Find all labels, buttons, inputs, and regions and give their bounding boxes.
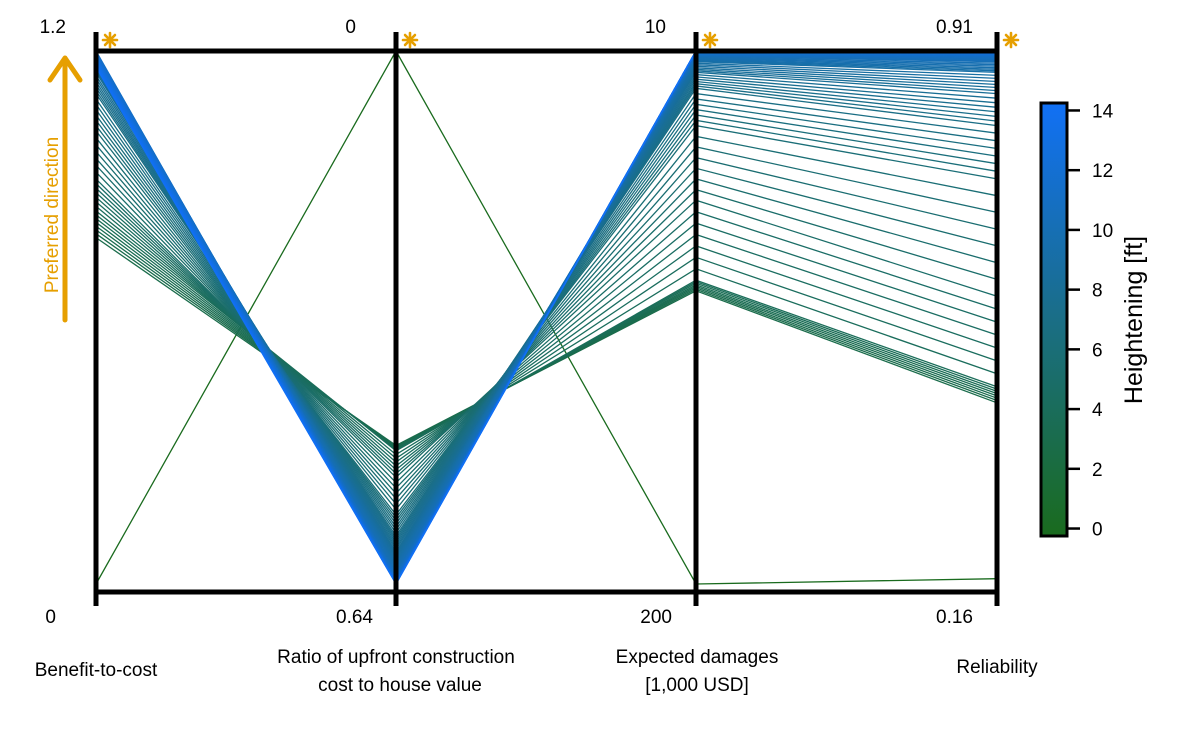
polyline-series-4 — [95, 225, 998, 449]
asterisk-stroke — [403, 33, 417, 47]
colorbar-tick-label: 10 — [1092, 221, 1113, 242]
axis-2-name-line-1: Ratio of upfront construction — [277, 647, 515, 668]
preferred-direction-indicator: Preferred direction — [42, 55, 83, 323]
axis-4-name: Reliability — [956, 657, 1038, 678]
asterisk-icon — [1002, 31, 1020, 49]
asterisk-stroke — [103, 33, 117, 47]
asterisk-icon — [401, 31, 419, 49]
colorbar-tick-label: 2 — [1092, 460, 1103, 481]
colorbar-tick-label: 6 — [1092, 340, 1103, 361]
axis-1-name: Benefit-to-cost — [35, 660, 158, 681]
colorbar-gradient — [1039, 101, 1069, 538]
preferred-markers — [101, 31, 1020, 49]
axis-2-top-label: 0 — [345, 17, 356, 38]
colorbar-tick-label: 12 — [1092, 161, 1113, 182]
axis-3-name-line-2: [1,000 USD] — [645, 675, 749, 696]
axis-3-top-label: 10 — [645, 17, 666, 38]
axes-frame — [93, 32, 1000, 606]
asterisk-stroke — [703, 33, 717, 47]
axis-2-bottom-label: 0.64 — [336, 607, 373, 628]
axis-3-name-line-1: Expected damages — [616, 647, 779, 668]
colorbar-label: Heightening [ft] — [1120, 236, 1148, 404]
colorbar: 0 2 4 6 8 10 12 14 Heightening [ft] — [1039, 101, 1148, 541]
colorbar-tick-label: 4 — [1092, 400, 1103, 421]
axis-3-bottom-label: 200 — [640, 607, 672, 628]
colorbar-tick-label: 8 — [1092, 281, 1103, 302]
colorbar-tick-label: 14 — [1092, 101, 1114, 122]
colorbar-tick-label: 0 — [1092, 520, 1103, 541]
asterisk-stroke — [1004, 33, 1018, 47]
preferred-direction-label: Preferred direction — [42, 137, 63, 293]
polylines-layer — [95, 49, 998, 586]
axis-2-name-line-2: cost to house value — [318, 675, 482, 696]
asterisk-icon — [101, 31, 119, 49]
axis-1-bottom-label: 0 — [45, 607, 56, 628]
asterisk-icon — [701, 31, 719, 49]
axis-4-bottom-label: 0.16 — [936, 607, 973, 628]
axis-1-top-label: 1.2 — [40, 17, 66, 38]
preferred-direction-arrowhead-icon — [47, 55, 83, 83]
colorbar-ticks: 0 2 4 6 8 10 12 14 — [1067, 101, 1114, 541]
axis-4-top-label: 0.91 — [936, 17, 973, 38]
